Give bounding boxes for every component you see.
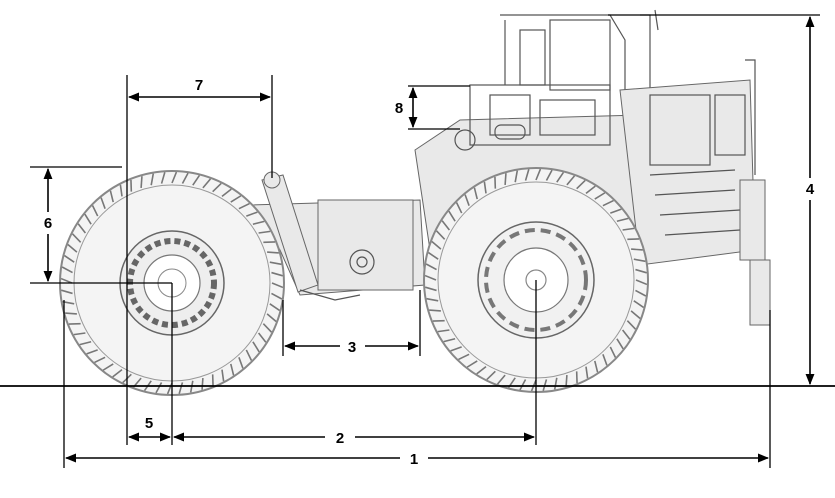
dimension-label-8: 8 [395, 100, 403, 117]
dimension-8: 8 [395, 86, 418, 129]
dimension-label-4: 4 [806, 181, 815, 198]
dimension-7: 7 [127, 77, 272, 102]
dimension-3: 3 [283, 339, 420, 356]
dimension-5: 5 [127, 415, 172, 442]
dimension-6: 6 [43, 167, 53, 283]
dimension-label-2: 2 [336, 430, 344, 447]
dimension-label-6: 6 [44, 215, 52, 232]
dimension-label-3: 3 [348, 339, 356, 356]
dimension-2: 2 [172, 430, 536, 447]
dimension-label-1: 1 [410, 451, 418, 468]
extension-lines [30, 14, 820, 468]
dimension-label-5: 5 [145, 415, 153, 432]
dimension-label-7: 7 [195, 77, 203, 94]
dimension-1: 1 [64, 451, 770, 468]
dimension-4: 4 [805, 15, 815, 386]
